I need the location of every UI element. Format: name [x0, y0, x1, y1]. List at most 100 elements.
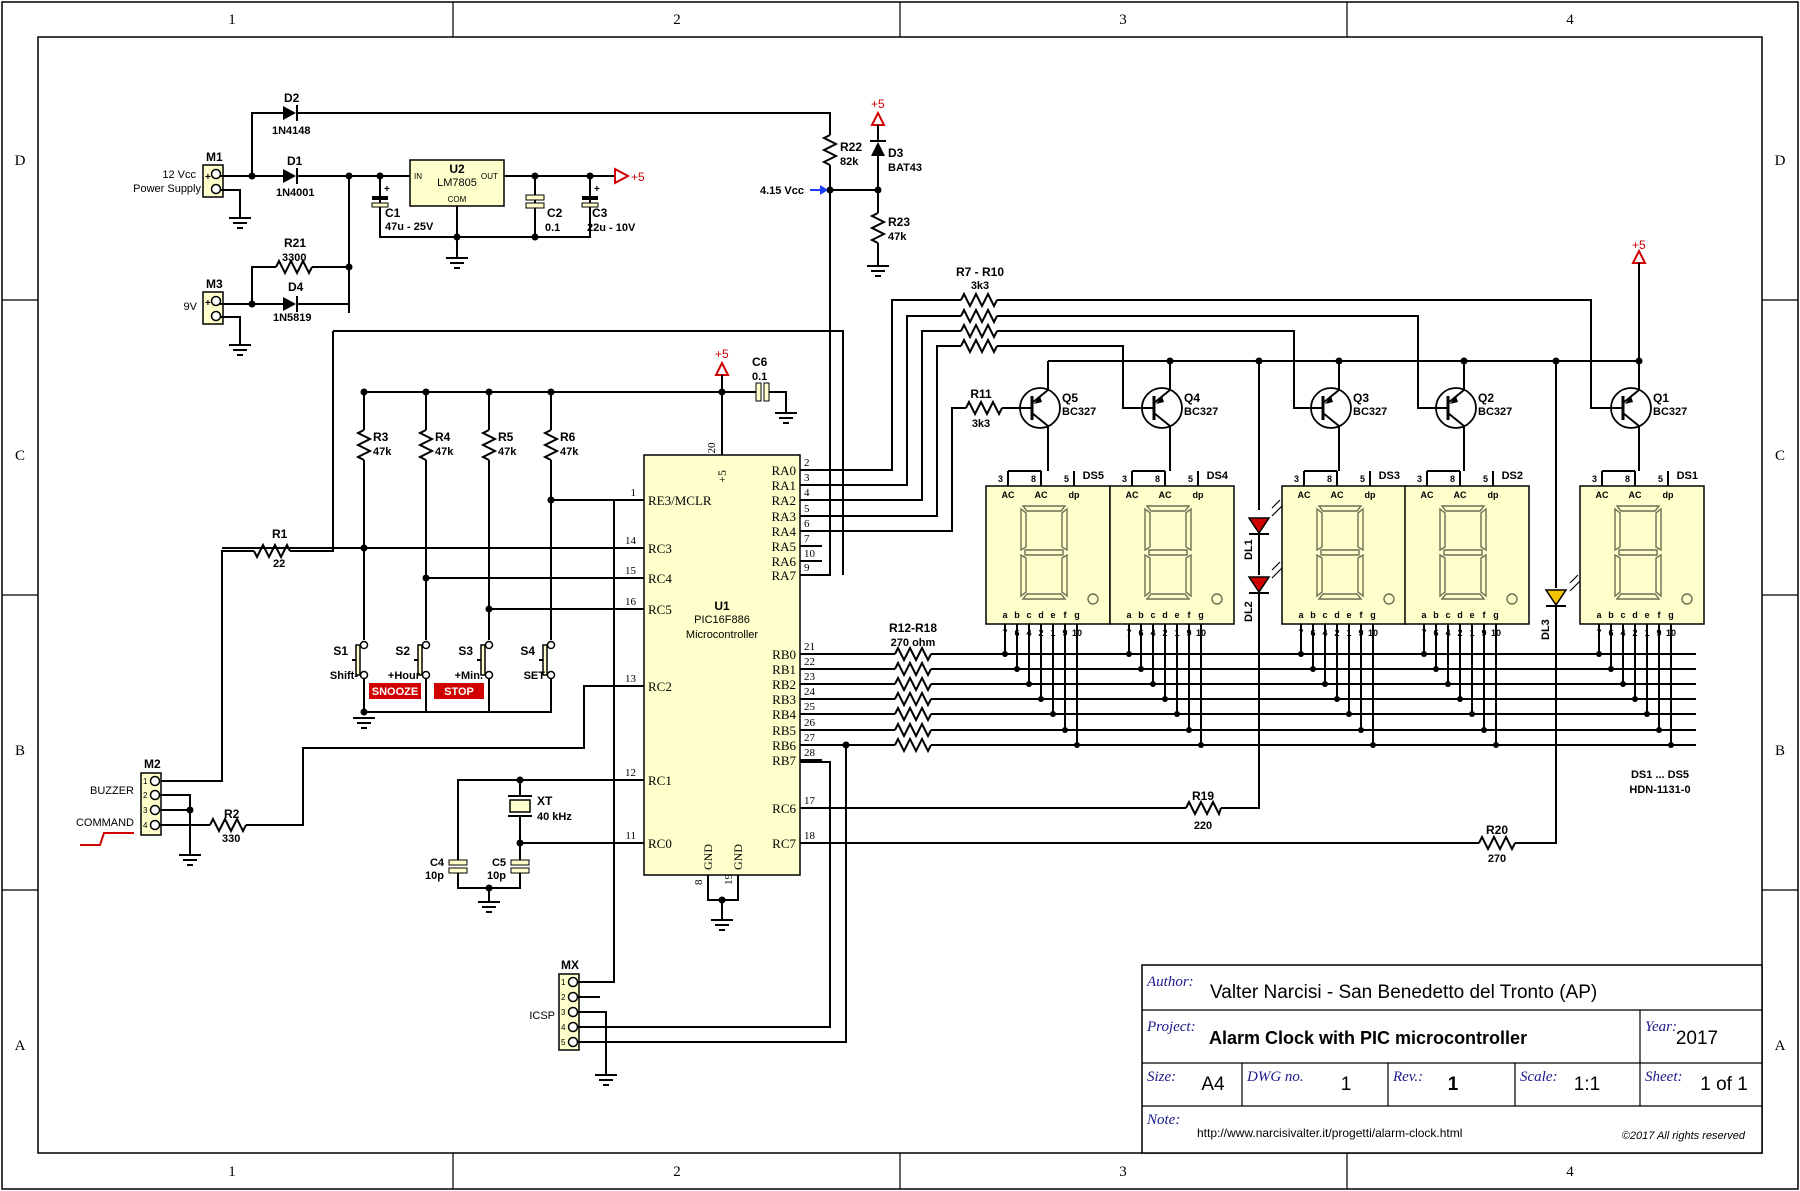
pin-name: RA1 — [771, 478, 796, 493]
d1-ref: D1 — [287, 154, 303, 168]
junction — [1038, 696, 1044, 702]
switch-label: SET — [524, 670, 546, 682]
segment-label: f — [1658, 610, 1662, 620]
u2-out: OUT — [481, 172, 498, 181]
junction — [1596, 651, 1602, 657]
junction — [422, 388, 430, 396]
junction — [1138, 666, 1144, 672]
plus5-label: +5 — [715, 347, 729, 361]
pullup-resistor — [355, 429, 373, 461]
plus5-arrow-icon: +5 — [1631, 238, 1647, 264]
pin-name: RA4 — [771, 524, 796, 539]
c1-ref: C1 — [385, 206, 401, 220]
mx-pin: 4 — [561, 1023, 566, 1032]
pullup-resistor — [480, 429, 498, 461]
bottom-pin-number: 9 — [1481, 628, 1486, 638]
d2-value: 1N4148 — [272, 125, 311, 137]
ground-symbol — [775, 412, 797, 424]
switch-ref: S4 — [520, 644, 535, 658]
switch-ref: S2 — [395, 644, 410, 658]
pin-name: RB1 — [772, 662, 796, 677]
u2-regulator: U2 LM7805 IN OUT COM — [409, 159, 505, 207]
pin-number: 26 — [804, 717, 816, 729]
top-pin-label: AC — [1421, 490, 1434, 500]
bottom-pin-number: 10 — [1666, 628, 1676, 638]
pushbutton-switch[interactable]: S3+Min. — [455, 640, 494, 683]
segment-label: g — [1074, 610, 1080, 620]
ground-symbol — [179, 854, 201, 866]
plus5-label: +5 — [871, 97, 885, 111]
segment-label: d — [1038, 610, 1044, 620]
top-pin-number: 5 — [1188, 474, 1193, 484]
segment-resistor — [894, 721, 932, 739]
sheet-label: Sheet: — [1645, 1069, 1682, 1085]
segment-label: e — [1469, 610, 1474, 620]
pushbutton-switch[interactable]: S2 +Hour — [388, 640, 431, 683]
junction — [1126, 651, 1132, 657]
r11-resistor: R11 3k3 — [965, 387, 1003, 430]
junction — [485, 388, 493, 396]
pin-name: RC4 — [648, 571, 672, 586]
pin-name: RA3 — [771, 509, 796, 524]
m1-ref: M1 — [206, 150, 223, 164]
segment-label: g — [1198, 610, 1204, 620]
note-link[interactable]: http://www.narcisivalter.it/progetti/ala… — [1197, 1126, 1462, 1140]
switch-label: +Hour — [388, 670, 421, 682]
segment-label: a — [1421, 610, 1427, 620]
row-label: C — [15, 448, 25, 464]
bottom-pin-number: 4 — [1445, 628, 1450, 638]
junction — [1174, 711, 1180, 717]
pullup-value: 47k — [435, 446, 454, 458]
r20-ref: R20 — [1486, 823, 1508, 837]
pullup-ref: R5 — [498, 430, 514, 444]
bottom-pin-number: 7 — [1002, 628, 1007, 638]
project-label: Project: — [1146, 1019, 1196, 1035]
c3-value: 22u - 10V — [587, 222, 636, 234]
transistor-value: BC327 — [1478, 406, 1512, 418]
r1-resistor: R1 22 — [253, 527, 291, 570]
switch-label: Shift- — [330, 670, 358, 682]
pin-number: 1 — [631, 487, 637, 499]
transistor-ref: Q3 — [1353, 391, 1369, 405]
pin-name: RC7 — [772, 836, 796, 851]
transistor-value: BC327 — [1184, 406, 1218, 418]
col-label: 3 — [1119, 12, 1127, 28]
dl2-led: DL2 — [1243, 561, 1283, 622]
plus5-arrow-icon: +5 — [870, 97, 886, 126]
dwg-label: DWG no. — [1246, 1069, 1304, 1085]
junction — [547, 388, 555, 396]
dl1-led: DL1 — [1243, 361, 1283, 560]
r23-value: 47k — [888, 231, 907, 243]
stop-text: STOP — [444, 686, 474, 698]
junction — [1150, 681, 1156, 687]
segment-label: b — [1310, 610, 1316, 620]
top-pin-label: dp — [1193, 490, 1204, 500]
segment-label: c — [1322, 610, 1327, 620]
dl2-ref: DL2 — [1243, 601, 1255, 622]
u2-in: IN — [414, 172, 422, 181]
segment-resistor — [894, 705, 932, 723]
m3-ref: M3 — [206, 277, 223, 291]
pin-plus: + — [205, 298, 211, 309]
pullup-resistor — [542, 429, 560, 461]
r19-value: 220 — [1194, 820, 1212, 832]
rev-label: Rev.: — [1392, 1069, 1423, 1085]
c4-value: 10p — [425, 870, 444, 882]
c6-capacitor: C6 0.1 — [752, 355, 770, 402]
xt-ref: XT — [537, 794, 553, 808]
junction — [1493, 742, 1499, 748]
segment-resistor — [894, 645, 932, 663]
m2-ref: M2 — [144, 757, 161, 771]
r19-ref: R19 — [1192, 789, 1214, 803]
r22-ref: R22 — [840, 140, 862, 154]
d3-ref: D3 — [888, 146, 904, 160]
junction — [1656, 727, 1662, 733]
bottom-pin-number: 2 — [1038, 628, 1043, 638]
m3-connector: M3 9V + — [184, 277, 224, 325]
junction — [1346, 711, 1352, 717]
pin-plus: + — [205, 172, 211, 183]
